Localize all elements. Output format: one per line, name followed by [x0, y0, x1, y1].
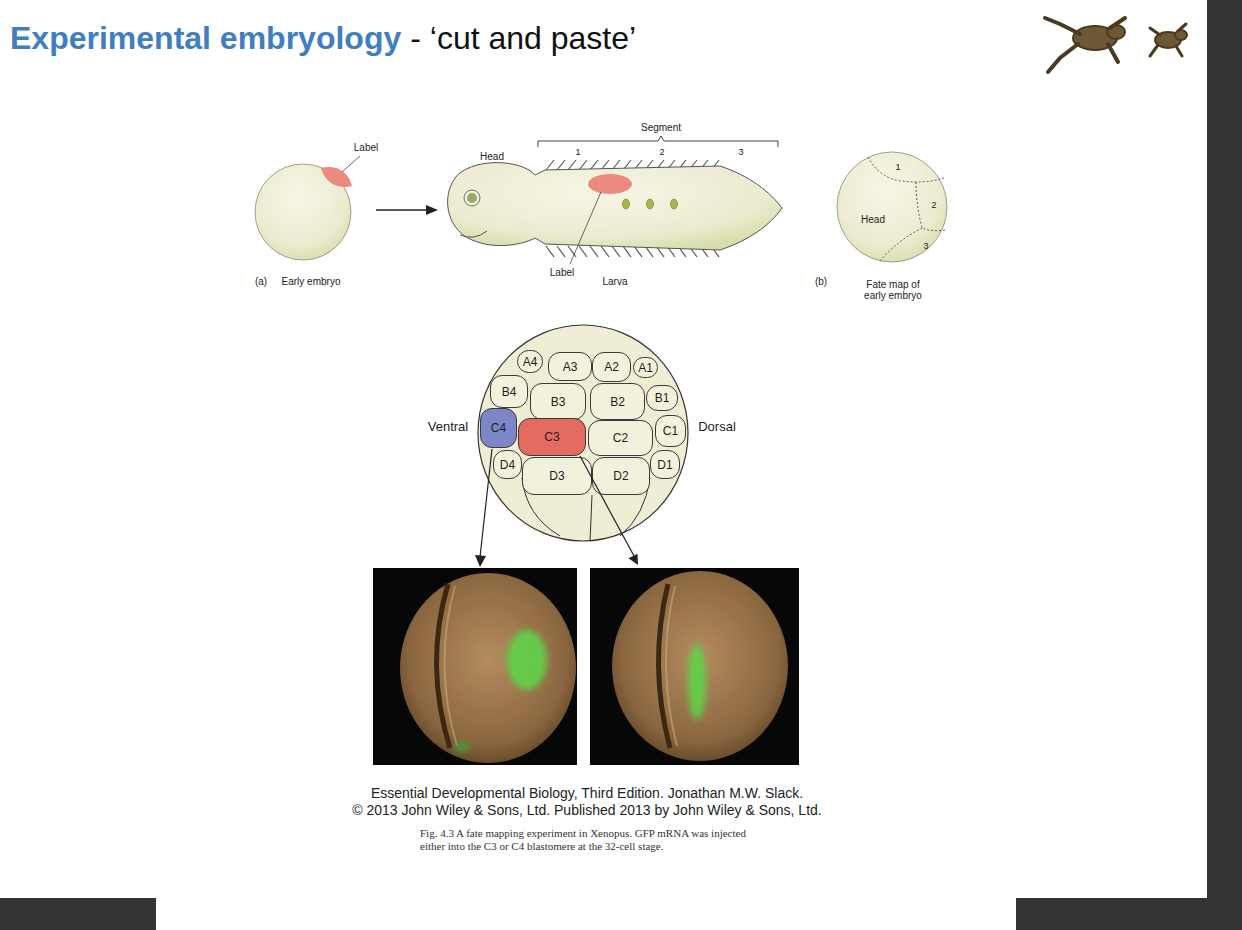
blastula-body [478, 325, 688, 541]
blastomere: C2 [588, 420, 653, 456]
cell-label: A2 [604, 360, 619, 374]
bottom-bar [0, 898, 156, 930]
cell-label: A3 [563, 360, 578, 374]
cell-label: D2 [613, 469, 628, 483]
cell-label: A1 [638, 361, 653, 375]
arrow [376, 205, 438, 215]
bottom-bar [1016, 898, 1207, 930]
frog-icon [1045, 18, 1187, 72]
cell-label: C3 [544, 430, 559, 444]
cell-label: B1 [655, 391, 670, 405]
cell-label: B3 [551, 395, 566, 409]
region-number: 3 [923, 241, 928, 251]
panel-name: Larva [602, 276, 627, 288]
region-name: Head [861, 214, 885, 226]
copyright: © 2013 John Wiley & Sons, Ltd. Published… [352, 802, 821, 818]
blastomere: B3 [530, 383, 586, 420]
region-number: 1 [895, 162, 900, 172]
part-name: Head [480, 151, 504, 163]
blastomere: D1 [650, 450, 680, 479]
blastomere: A4 [517, 350, 543, 373]
gfp-photo [590, 568, 799, 765]
blastomere: B4 [490, 375, 528, 408]
figure-caption: Fig. 4.3 A fate mapping experiment in Xe… [420, 827, 765, 852]
callout-label: Label [550, 267, 574, 279]
cell-label: B4 [502, 385, 517, 399]
blastomere: C4 [480, 408, 517, 448]
cell-label: D1 [657, 458, 672, 472]
blastomere: B1 [646, 385, 678, 411]
segment-number: 1 [575, 147, 580, 157]
blastomere: D2 [592, 457, 650, 495]
callout-label: Label [354, 142, 378, 154]
blastomere: A1 [633, 357, 658, 378]
cell-label: C2 [613, 431, 628, 445]
cell-label: D4 [500, 458, 515, 472]
panel-name: Fate map of early embryo [859, 279, 927, 302]
cell-label: C1 [663, 424, 678, 438]
blastomere: B2 [590, 383, 645, 420]
panel-name: Early embryo [282, 276, 341, 288]
side-bar [1207, 0, 1242, 930]
larva [448, 136, 782, 264]
blastomere: C1 [655, 415, 686, 447]
cell-label: D3 [549, 469, 564, 483]
cell-label: B2 [610, 395, 625, 409]
subtitle: - ‘cut and paste’ [410, 20, 636, 57]
blastomere: A2 [592, 352, 631, 382]
blastomere: D3 [522, 457, 592, 495]
slide-title: Experimental embryology [10, 20, 401, 57]
early-embryo [255, 156, 360, 260]
blastomere: D4 [493, 450, 522, 479]
cell-label: A4 [523, 355, 538, 369]
cell-label: C4 [491, 421, 506, 435]
segment-number: 2 [659, 147, 664, 157]
segment-number: 3 [738, 147, 743, 157]
citation: Essential Developmental Biology, Third E… [371, 785, 803, 801]
axis-label: Dorsal [698, 420, 736, 435]
gfp-photo [373, 568, 577, 765]
panel-letter: (a) [255, 276, 267, 288]
part-name: Segment [641, 122, 681, 134]
panel-letter: (b) [815, 276, 827, 288]
axis-label: Ventral [428, 420, 468, 435]
fate-map [837, 152, 947, 262]
blastomere: A3 [548, 352, 592, 381]
blastomere: C3 [518, 418, 586, 456]
region-number: 2 [931, 200, 936, 210]
